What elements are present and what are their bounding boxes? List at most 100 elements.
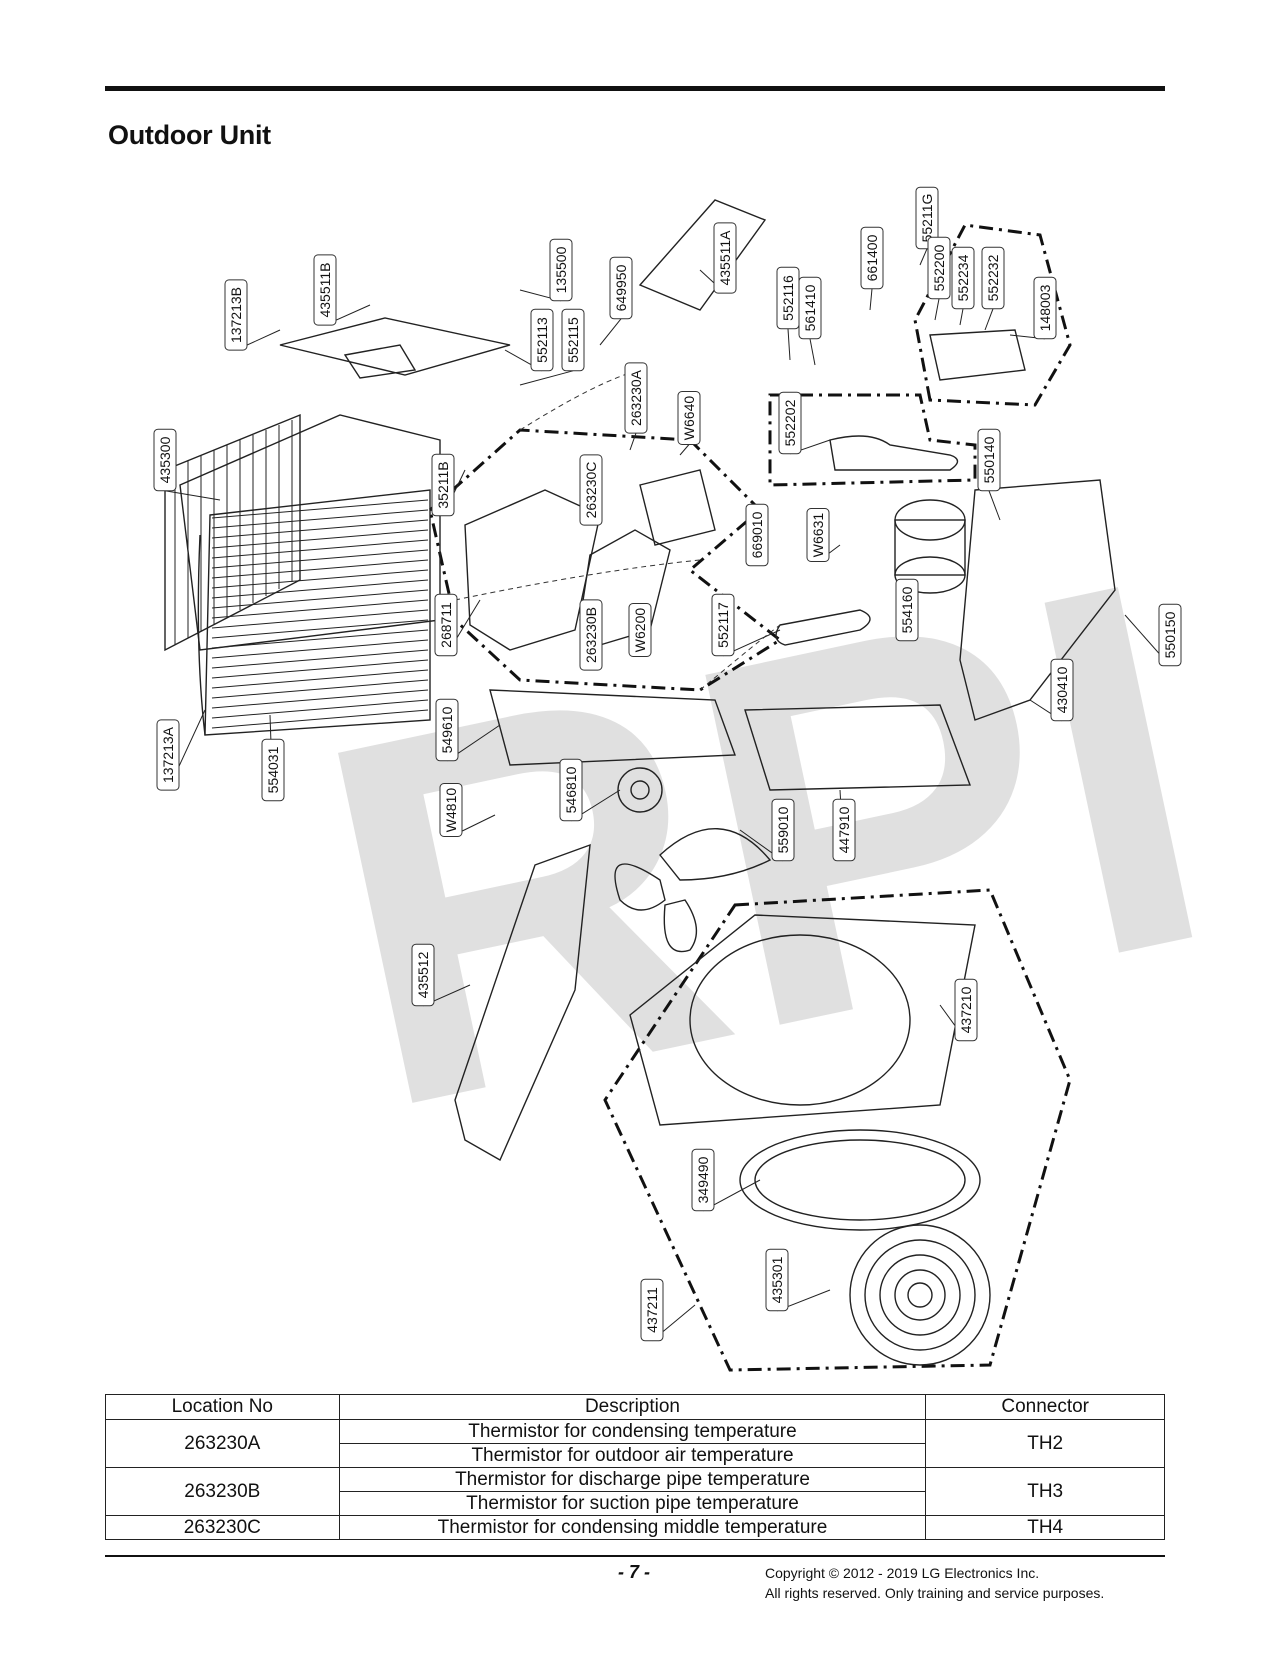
callout-label: 552116 — [780, 275, 796, 321]
callout-649950: 649950 — [599, 256, 633, 346]
callout-label: 435511A — [717, 230, 733, 286]
callout-box — [559, 758, 583, 822]
callout-box — [977, 428, 1001, 492]
coil-fin-line — [211, 639, 429, 659]
callout-label: W6200 — [632, 608, 648, 653]
callout-box — [434, 593, 458, 657]
coil-fin-line — [211, 519, 429, 539]
location-cell: 263230A — [105, 1419, 340, 1468]
callout-label: 549610 — [439, 706, 455, 753]
callout-label: 263230C — [583, 462, 599, 519]
callout-label: 447910 — [836, 806, 852, 853]
coil-fin-line — [211, 609, 429, 629]
callout-430410: 430410 — [1029, 658, 1074, 722]
watermark: RPI — [281, 470, 1250, 1219]
coil-fin-line — [211, 619, 429, 639]
callout-leader — [988, 490, 1001, 521]
callout-label: 552113 — [534, 317, 550, 363]
callout-552202: 552202 — [778, 391, 831, 455]
coil-fin-line — [211, 679, 429, 699]
callout-label: 435301 — [769, 1256, 785, 1303]
page-title: Outdoor Unit — [108, 120, 271, 150]
service-valve-assembly — [829, 435, 959, 471]
partition-549610 — [489, 689, 736, 766]
electrical-box-group-outline — [428, 428, 783, 692]
callout-box — [711, 593, 735, 657]
coil-fin-line — [211, 499, 429, 519]
callout-box — [579, 599, 603, 671]
control-box — [464, 489, 601, 651]
coil-fin-line — [211, 649, 429, 669]
header-description: Description — [338, 1394, 927, 1420]
callout-box — [411, 943, 435, 1007]
callout-label: 552200 — [931, 244, 947, 291]
table-row: 263230A Thermistor for condensing temper… — [105, 1419, 1165, 1468]
description-cell: Thermistor for condensing temperature — [338, 1419, 927, 1444]
callout-box — [261, 738, 285, 802]
callout-leader — [629, 432, 637, 451]
coil-fin-line — [211, 599, 429, 619]
thermistor-table: Location No Description Connector 263230… — [105, 1394, 1165, 1540]
callout-leader — [599, 318, 622, 346]
callout-label: W6631 — [810, 513, 826, 558]
callout-label: 661400 — [864, 234, 880, 281]
callout-box — [1033, 276, 1057, 340]
callout-label: 552234 — [955, 254, 971, 301]
callout-label: 55211G — [919, 194, 935, 243]
callout-box — [915, 186, 939, 250]
callout-box — [677, 391, 701, 445]
coil-fin-line — [211, 579, 429, 599]
callout-561410: 561410 — [798, 276, 822, 366]
callout-label: 349490 — [695, 1156, 711, 1203]
callout-669010: 669010 — [745, 503, 769, 567]
coil-fin-line — [211, 549, 429, 569]
callout-leader — [959, 308, 964, 326]
callout-label: 550150 — [1162, 611, 1178, 658]
description-cell: Thermistor for condensing middle tempera… — [338, 1515, 927, 1540]
callout-w4810: W4810 — [439, 783, 496, 837]
callout-263230c: 263230C — [579, 454, 603, 526]
callout-268711: 268711 — [434, 593, 481, 657]
callout-box — [224, 279, 248, 351]
callout-box — [628, 603, 652, 657]
callout-label: 561410 — [802, 284, 818, 331]
callout-box — [431, 453, 455, 517]
callout-leader — [919, 248, 928, 266]
callout-559010: 559010 — [739, 798, 795, 862]
callout-box — [561, 308, 585, 372]
coil-fin-line — [211, 699, 429, 719]
callout-label: 552232 — [985, 254, 1001, 301]
header-location: Location No — [105, 1394, 340, 1420]
callout-661400: 661400 — [860, 226, 884, 311]
callout-label: W4810 — [443, 788, 459, 833]
callout-w6631: W6631 — [806, 508, 841, 562]
callout-label: 552117 — [715, 602, 731, 648]
valve-group-outline — [768, 393, 977, 487]
callout-leader — [787, 328, 791, 361]
fan-guard — [849, 1224, 991, 1366]
callout-437211: 437211 — [640, 1278, 696, 1342]
callout-box — [771, 798, 795, 862]
callout-box — [549, 238, 573, 302]
callout-box — [435, 698, 459, 762]
callout-135500: 135500 — [519, 238, 573, 302]
callout-554160: 554160 — [895, 578, 919, 642]
callout-label: 430410 — [1054, 666, 1070, 713]
callout-label: 550140 — [981, 436, 997, 483]
callout-leader — [984, 308, 994, 331]
callout-box — [530, 308, 554, 372]
table-row: 263230C Thermistor for condensing middle… — [105, 1515, 1165, 1540]
callout-label: 437210 — [958, 986, 974, 1033]
callout-box — [927, 236, 951, 300]
callout-leader — [164, 490, 221, 501]
callout-552113: 552113 — [504, 308, 554, 372]
callout-label: 559010 — [775, 806, 791, 853]
callout-label: 148003 — [1037, 284, 1053, 331]
callout-box — [860, 226, 884, 290]
callout-leader — [679, 444, 690, 456]
callout-435512: 435512 — [411, 943, 471, 1007]
side-cover-435511A — [638, 199, 767, 311]
callout-box — [153, 428, 177, 492]
callout-552116: 552116 — [776, 266, 800, 361]
callout-box — [579, 454, 603, 526]
